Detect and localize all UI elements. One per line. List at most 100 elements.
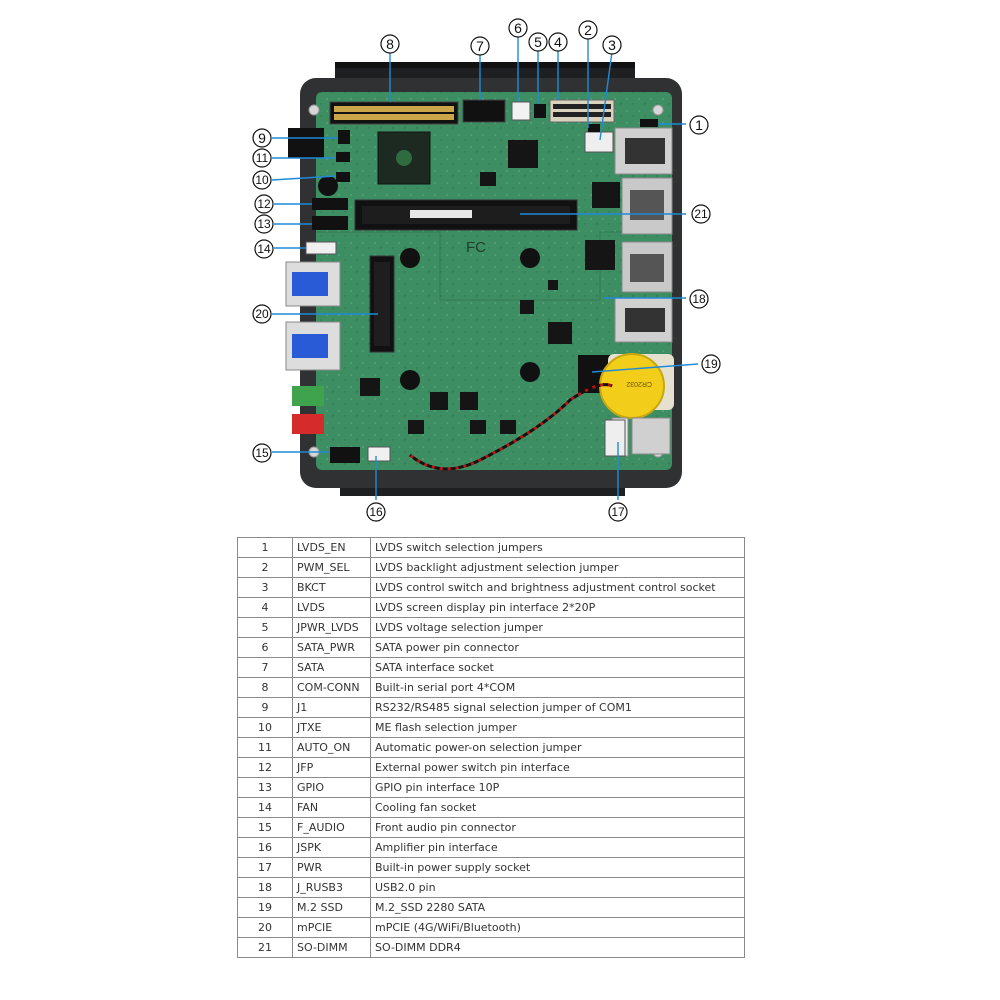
row-description: ME flash selection jumper <box>370 717 745 738</box>
callout-3: 3 <box>608 37 616 53</box>
row-number: 4 <box>237 597 293 618</box>
row-number: 11 <box>237 737 293 758</box>
row-description: Automatic power-on selection jumper <box>370 737 745 758</box>
row-number: 10 <box>237 717 293 738</box>
callout-17: 17 <box>611 505 625 519</box>
row-description: Cooling fan socket <box>370 797 745 818</box>
row-description: SATA interface socket <box>370 657 745 678</box>
left-ports <box>285 128 341 434</box>
row-name: JPWR_LVDS <box>292 617 371 638</box>
row-number: 19 <box>237 897 293 918</box>
row-number: 1 <box>237 537 293 558</box>
row-number: 21 <box>237 937 293 958</box>
front-audio-header <box>330 447 360 463</box>
row-name: SO-DIMM <box>292 937 371 958</box>
callout-6: 6 <box>514 20 522 36</box>
row-number: 9 <box>237 697 293 718</box>
row-number: 2 <box>237 557 293 578</box>
lvds-voltage-jumper <box>534 104 546 118</box>
row-name: SATA <box>292 657 371 678</box>
so-dimm-slot <box>354 199 578 231</box>
row-number: 6 <box>237 637 293 658</box>
fan-socket <box>305 241 337 255</box>
row-number: 17 <box>237 857 293 878</box>
chip <box>592 182 620 208</box>
com-connector <box>329 101 459 125</box>
fcc-mark: FC <box>466 239 486 256</box>
row-name: PWM_SEL <box>292 557 371 578</box>
callouts <box>252 18 721 522</box>
chip <box>480 172 496 186</box>
callout-14: 14 <box>257 242 271 256</box>
callout-15: 15 <box>255 446 269 460</box>
row-number: 7 <box>237 657 293 678</box>
row-name: F_AUDIO <box>292 817 371 838</box>
row-name: GPIO <box>292 777 371 798</box>
row-description: Front audio pin connector <box>370 817 745 838</box>
row-number: 12 <box>237 757 293 778</box>
callout-20: 20 <box>255 307 269 321</box>
row-description: Built-in serial port 4*COM <box>370 677 745 698</box>
auto-on-jumper <box>336 152 350 162</box>
row-name: mPCIE <box>292 917 371 938</box>
row-name: COM-CONN <box>292 677 371 698</box>
callout-10: 10 <box>255 173 269 187</box>
callout-7: 7 <box>476 38 484 54</box>
row-description: LVDS voltage selection jumper <box>370 617 745 638</box>
row-description: GPIO pin interface 10P <box>370 777 745 798</box>
row-description: M.2_SSD 2280 SATA <box>370 897 745 918</box>
row-number: 8 <box>237 677 293 698</box>
lvds-header <box>549 99 615 123</box>
right-ports <box>611 127 673 457</box>
row-description: LVDS screen display pin interface 2*20P <box>370 597 745 618</box>
callout-19: 19 <box>704 357 718 371</box>
row-number: 16 <box>237 837 293 858</box>
row-description: Built-in power supply socket <box>370 857 745 878</box>
row-number: 14 <box>237 797 293 818</box>
callout-16: 16 <box>369 505 383 519</box>
jtxe-jumper <box>336 172 350 182</box>
callout-numbers: 1 2 3 4 5 6 7 8 9 10 11 12 13 14 15 16 1… <box>255 20 718 519</box>
standoff <box>400 248 540 390</box>
row-number: 13 <box>237 777 293 798</box>
row-description: mPCIE (4G/WiFi/Bluetooth) <box>370 917 745 938</box>
callout-18: 18 <box>692 292 706 306</box>
pwr-socket <box>604 419 626 457</box>
gpio-header <box>312 216 348 230</box>
callout-13: 13 <box>257 217 271 231</box>
callout-9: 9 <box>258 130 266 146</box>
row-description: USB2.0 pin <box>370 877 745 898</box>
battery-label: CR2032 <box>626 380 652 387</box>
motherboard-diagram: FC CR2032 <box>252 18 721 522</box>
row-name: AUTO_ON <box>292 737 371 758</box>
jfp-header <box>312 198 348 210</box>
chip <box>548 322 572 344</box>
callout-4: 4 <box>554 34 562 50</box>
row-description: LVDS backlight adjustment selection jump… <box>370 557 745 578</box>
small-components <box>360 280 558 434</box>
callout-5: 5 <box>534 34 542 50</box>
row-name: J_RUSB3 <box>292 877 371 898</box>
callout-8: 8 <box>386 36 394 52</box>
row-description: RS232/RS485 signal selection jumper of C… <box>370 697 745 718</box>
row-number: 5 <box>237 617 293 638</box>
bkct-socket <box>584 131 614 153</box>
sata-socket <box>462 99 506 123</box>
pwm-sel-jumper <box>588 124 600 132</box>
